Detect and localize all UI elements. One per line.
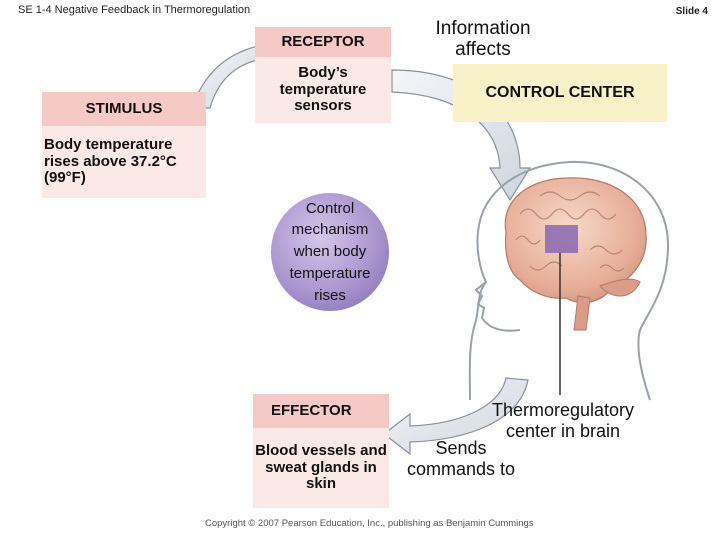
copyright-notice: Copyright © 2007 Pearson Education, Inc.… [205, 518, 534, 529]
receptor-heading: RECEPTOR [255, 27, 391, 57]
receptor-description: Body’s temperature sensors [255, 57, 391, 123]
stimulus-description: Body temperature rises above 37.2°C (99°… [42, 126, 206, 198]
sends-commands-label: Sends commands to [406, 438, 516, 480]
control-center-heading: CONTROL CENTER [453, 64, 667, 122]
effector-heading: EFFECTOR [253, 394, 389, 428]
slide-title: SE 1-4 Negative Feedback in Thermoregula… [18, 4, 251, 16]
effector-description: Blood vessels and sweat glands in skin [253, 428, 389, 508]
control-mechanism-circle: Control mechanism when body temperature … [271, 193, 389, 311]
stimulus-heading: STIMULUS [42, 92, 206, 126]
information-affects-label: Information affects [435, 18, 531, 61]
control-mechanism-text: Control mechanism when body temperature … [289, 199, 371, 304]
thermoregulatory-center-label: Thermoregulatory center in brain [491, 400, 635, 442]
brain-icon [504, 177, 647, 331]
head-silhouette-icon [468, 160, 670, 401]
slide-number: Slide 4 [675, 6, 708, 17]
